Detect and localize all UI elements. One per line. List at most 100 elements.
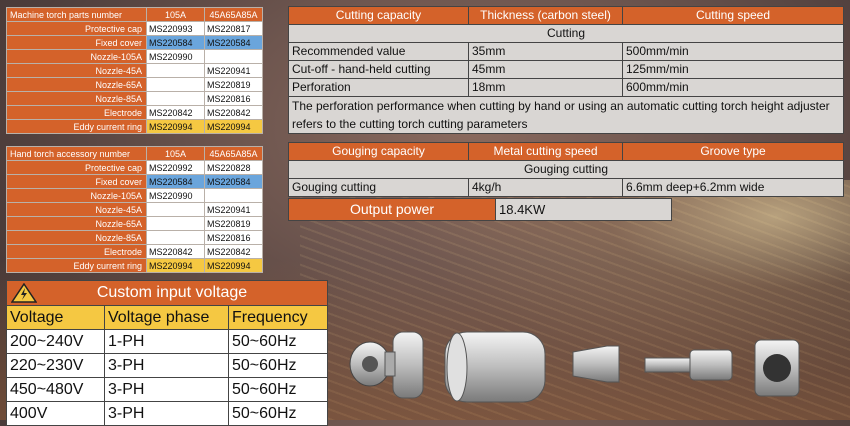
header-cell: Thickness (carbon steel)	[469, 7, 623, 24]
table-row: Cut-off - hand-held cutting 45mm 125mm/m…	[288, 61, 844, 79]
header-cell: Metal cutting speed	[469, 143, 623, 160]
table-row: 450~480V 3-PH 50~60Hz	[6, 378, 328, 402]
voltage-cell: 220~230V	[7, 354, 105, 377]
table-header-row: Hand torch accessory number 105A 45A65A8…	[6, 146, 263, 161]
part-name: Eddy current ring	[6, 258, 147, 273]
perforation-note: The perforation performance when cutting…	[292, 99, 830, 131]
part-number: MS220941	[204, 202, 263, 217]
output-power-row: Output power 18.4KW	[288, 198, 672, 221]
part-number	[146, 63, 205, 78]
header-cell: Voltage phase	[105, 306, 229, 329]
part-number	[146, 91, 205, 106]
table-cell: 600mm/min	[626, 80, 689, 94]
electrode-part	[644, 349, 733, 381]
part-number: MS220817	[204, 21, 263, 36]
part-name: Nozzle-45A	[6, 63, 147, 78]
part-number: MS220994	[146, 119, 205, 134]
swirl-ring-part	[349, 341, 391, 387]
phase-cell: 1-PH	[105, 330, 229, 353]
part-number: MS220584	[146, 35, 205, 50]
part-number: MS220584	[204, 174, 263, 189]
table-cell: 35mm	[469, 43, 623, 60]
table-header-row: Machine torch parts number 105A 45A65A85…	[6, 7, 263, 22]
part-number	[146, 77, 205, 92]
part-name: Nozzle-65A	[6, 216, 147, 231]
custom-voltage-table: Custom input voltage Voltage Voltage pha…	[6, 280, 328, 426]
table-cell: 45mm	[469, 61, 623, 78]
part-number: MS220584	[146, 174, 205, 189]
phase-cell: 3-PH	[105, 402, 229, 425]
table-row: Nozzle-65A MS220819	[6, 77, 263, 92]
part-number: MS220842	[204, 105, 263, 120]
part-number: MS220992	[146, 160, 205, 175]
row-label: Cut-off - hand-held cutting	[289, 61, 469, 78]
part-number	[204, 49, 263, 64]
section-row: Cutting	[288, 25, 844, 43]
part-name: Nozzle-105A	[6, 49, 147, 64]
header-cell: Hand torch accessory number	[6, 146, 147, 161]
voltage-cell: 200~240V	[7, 330, 105, 353]
part-number: MS220584	[204, 35, 263, 50]
table-cell: 18mm	[469, 79, 623, 96]
header-cell: Voltage	[7, 306, 105, 329]
frequency-cell: 50~60Hz	[232, 381, 297, 398]
header-cell: Groove type	[700, 144, 766, 158]
part-number: MS220990	[146, 49, 205, 64]
part-name: Fixed cover	[6, 174, 147, 189]
part-number	[204, 188, 263, 203]
table-cell: 6.6mm deep+6.2mm wide	[626, 180, 765, 194]
part-name: Protective cap	[6, 160, 147, 175]
table-row: Nozzle-45A MS220941	[6, 63, 263, 78]
part-name: Protective cap	[6, 21, 147, 36]
part-number: MS220816	[204, 91, 263, 106]
part-number: MS220941	[204, 63, 263, 78]
torch-consumables-image	[349, 331, 800, 403]
retaining-cup-part	[444, 331, 546, 403]
table-row: Perforation 18mm 600mm/min	[288, 79, 844, 97]
hand-torch-accessory-table: Hand torch accessory number 105A 45A65A8…	[6, 146, 263, 273]
part-name: Eddy current ring	[6, 119, 147, 134]
shield-cap-part	[384, 331, 424, 399]
part-name: Fixed cover	[6, 35, 147, 50]
table-row: Gouging cutting 4kg/h 6.6mm deep+6.2mm w…	[288, 179, 844, 197]
part-number: MS220994	[204, 258, 263, 273]
part-number: MS220842	[204, 244, 263, 259]
part-number: MS220993	[146, 21, 205, 36]
header-cell: Machine torch parts number	[6, 7, 147, 22]
part-number: MS220819	[204, 77, 263, 92]
header-cell: Cutting capacity	[289, 7, 469, 24]
header-cell: 105A	[146, 146, 205, 161]
part-number: MS220816	[204, 230, 263, 245]
note-row: The perforation performance when cutting…	[288, 97, 844, 134]
output-power-value: 18.4KW	[496, 199, 671, 220]
row-label: Recommended value	[289, 43, 469, 60]
part-name: Electrode	[6, 244, 147, 259]
part-number: MS220828	[204, 160, 263, 175]
part-name: Nozzle-65A	[6, 77, 147, 92]
part-number: MS220990	[146, 188, 205, 203]
frequency-cell: 50~60Hz	[232, 405, 297, 422]
part-number	[146, 216, 205, 231]
phase-cell: 3-PH	[105, 354, 229, 377]
header-cell: 45A65A85A	[204, 146, 263, 161]
row-label: Gouging cutting	[289, 179, 469, 196]
cutting-spec-table: Cutting capacity Thickness (carbon steel…	[288, 6, 844, 197]
table-header-row: Cutting capacity Thickness (carbon steel…	[288, 6, 844, 25]
row-label: Perforation	[289, 79, 469, 96]
section-label: Cutting	[546, 26, 586, 40]
part-number: MS220994	[204, 119, 263, 134]
voltage-cell: 450~480V	[7, 378, 105, 401]
table-row: 200~240V 1-PH 50~60Hz	[6, 330, 328, 354]
part-name: Nozzle-85A	[6, 230, 147, 245]
table-row: Nozzle-85A MS220816	[6, 230, 263, 245]
voltage-table-header: Custom input voltage	[6, 280, 328, 306]
